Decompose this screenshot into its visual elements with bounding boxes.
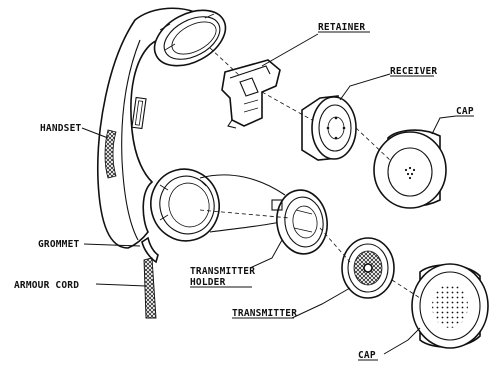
holder-arm-top — [199, 174, 286, 196]
label-transmitter: TRANSMITTER — [232, 308, 297, 319]
top-cap-part — [373, 129, 447, 209]
label-retainer: RETAINER — [318, 22, 365, 33]
label-transmitter-holder-line2: HOLDER — [190, 277, 226, 288]
bottom-cap-part — [411, 263, 489, 349]
assembly-lines — [199, 47, 421, 299]
receiver-part — [301, 95, 357, 161]
holder-arm-bottom — [209, 221, 281, 233]
label-handset: HANDSET — [40, 123, 82, 134]
handset-bottom-ring — [150, 168, 220, 242]
label-grommet: GROMMET — [38, 239, 80, 250]
transmitter-part — [341, 237, 395, 299]
label-armour-cord: ARMOUR CORD — [14, 280, 79, 291]
leader-lines — [81, 33, 457, 355]
label-transmitter-holder-line1: TRANSMITTER — [190, 266, 255, 277]
retainer-part — [221, 59, 281, 129]
label-cap-bottom: CAP — [358, 350, 376, 361]
grommet — [141, 236, 159, 264]
armour-cord — [143, 257, 157, 319]
label-receiver: RECEIVER — [390, 66, 437, 77]
transmitter-holder-part — [271, 189, 328, 255]
label-cap-top: CAP — [456, 106, 474, 117]
handset-top-ring — [153, 9, 227, 67]
